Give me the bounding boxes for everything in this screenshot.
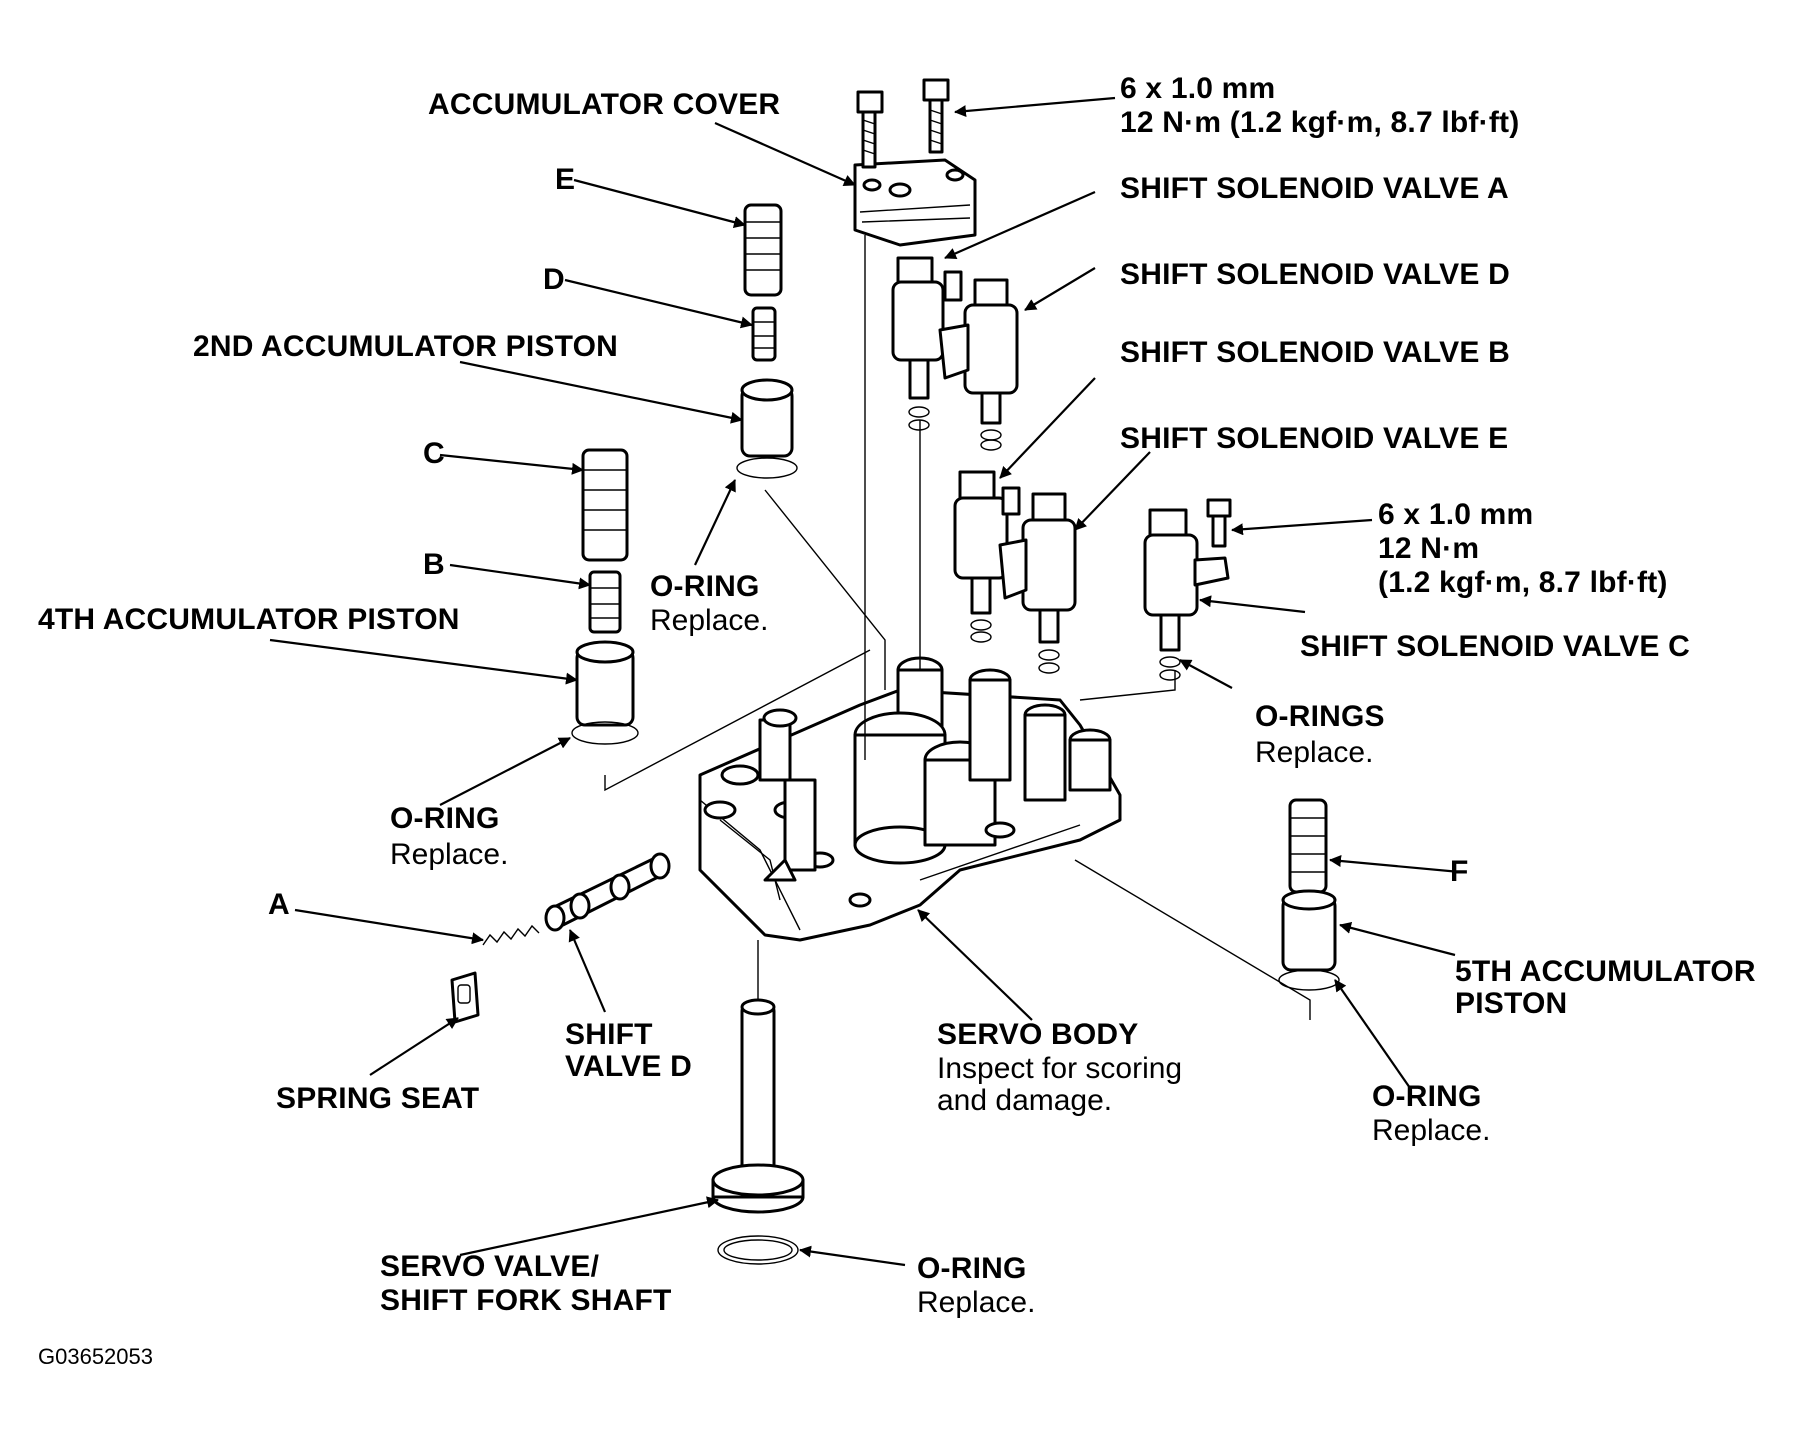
servo-valve-part	[711, 998, 805, 1265]
figure-code: G03652053	[38, 1344, 153, 1369]
label-o-ring-servo-title: O-RING	[917, 1252, 1027, 1285]
label-bolt-right-size: 6 x 1.0 mm	[1378, 498, 1534, 531]
label-bolt-right-torque-a: 12 N·m	[1378, 532, 1480, 565]
label-bolt-right-torque-b: (1.2 kgf·m, 8.7 lbf·ft)	[1378, 566, 1668, 599]
shift-solenoid-a-part	[891, 256, 945, 431]
label-shift-valve-d-line1: SHIFT	[565, 1018, 653, 1051]
label-servo-valve-line2: SHIFT FORK SHAFT	[380, 1284, 672, 1317]
spring-f-part	[1288, 798, 1328, 894]
shift-solenoid-e-part	[998, 486, 1077, 674]
second-accumulator-piston-part	[736, 378, 798, 479]
fourth-accumulator-piston-part	[571, 640, 639, 745]
label-servo-body-note2: and damage.	[937, 1084, 1113, 1117]
label-bolt-top-torque: 12 N·m (1.2 kgf·m, 8.7 lbf·ft)	[1120, 106, 1520, 139]
label-fifth-accumulator-piston-line1: 5TH ACCUMULATOR	[1455, 955, 1756, 988]
fifth-accumulator-piston-part	[1278, 889, 1340, 991]
label-fifth-accumulator-piston-line2: PISTON	[1455, 987, 1568, 1020]
label-o-ring-2nd-note: Replace.	[650, 604, 769, 637]
spring-e-part	[743, 203, 783, 297]
label-o-ring-2nd-title: O-RING	[650, 570, 760, 603]
cover-bolt-left	[856, 90, 884, 169]
label-o-ring-5th-title: O-RING	[1372, 1080, 1482, 1113]
label-e: E	[555, 163, 576, 196]
label-servo-body-title: SERVO BODY	[937, 1018, 1139, 1051]
spring-a-part	[482, 924, 540, 946]
label-o-ring-4th-note: Replace.	[390, 838, 509, 871]
cover-bolt-right	[922, 78, 950, 154]
label-d: D	[543, 263, 565, 296]
spring-seat-part	[450, 971, 480, 1024]
label-shift-solenoid-e: SHIFT SOLENOID VALVE E	[1120, 422, 1509, 455]
label-shift-solenoid-d: SHIFT SOLENOID VALVE D	[1120, 258, 1510, 291]
leader-lines	[269, 96, 1461, 1267]
label-servo-valve-line1: SERVO VALVE/	[380, 1250, 600, 1283]
label-c: C	[423, 437, 445, 470]
label-bolt-top-size: 6 x 1.0 mm	[1120, 72, 1276, 105]
spring-c-part	[581, 448, 629, 562]
label-o-ring-5th-note: Replace.	[1372, 1114, 1491, 1147]
label-a: A	[268, 888, 290, 921]
label-b: B	[423, 548, 445, 581]
label-accumulator-cover: ACCUMULATOR COVER	[428, 88, 781, 121]
label-o-ring-4th-title: O-RING	[390, 802, 500, 835]
servo-body-part	[698, 656, 1122, 942]
label-o-rings-solenoid-title: O-RINGS	[1255, 700, 1385, 733]
label-o-rings-solenoid-note: Replace.	[1255, 736, 1374, 769]
shift-solenoid-d-part	[938, 270, 1019, 451]
spring-b-part	[588, 570, 622, 634]
label-fourth-accumulator-piston: 4TH ACCUMULATOR PISTON	[38, 603, 460, 636]
label-f: F	[1450, 855, 1469, 888]
label-servo-body-note1: Inspect for scoring	[937, 1052, 1183, 1085]
accumulator-cover-part	[853, 158, 977, 247]
label-shift-valve-d-line2: VALVE D	[565, 1050, 692, 1083]
spring-d-part	[751, 306, 777, 362]
label-shift-solenoid-b: SHIFT SOLENOID VALVE B	[1120, 336, 1510, 369]
label-shift-solenoid-a: SHIFT SOLENOID VALVE A	[1120, 172, 1509, 205]
shift-solenoid-c-part	[1143, 498, 1232, 681]
shift-solenoid-b-part	[953, 470, 1009, 643]
shift-valve-d-part	[544, 852, 671, 932]
label-second-accumulator-piston: 2ND ACCUMULATOR PISTON	[193, 330, 618, 363]
label-spring-seat: SPRING SEAT	[276, 1082, 480, 1115]
label-o-ring-servo-note: Replace.	[917, 1286, 1036, 1319]
label-shift-solenoid-c: SHIFT SOLENOID VALVE C	[1300, 630, 1690, 663]
